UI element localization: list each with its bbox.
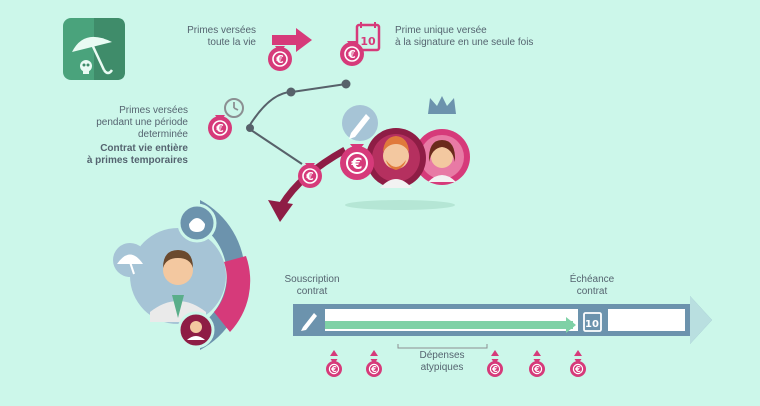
insured-person-group <box>113 200 251 350</box>
label-line: Échéance <box>569 274 615 285</box>
crown-icon <box>428 96 456 114</box>
label-line: pendant une période <box>96 117 188 128</box>
currency-glyphs: € € € € € € € € € € <box>215 48 581 374</box>
premium-markers <box>325 350 587 378</box>
contract-branch-lines <box>246 79 351 165</box>
period-premiums-icon <box>207 98 244 141</box>
label-line: à primes temporaires <box>86 155 188 166</box>
lifetime-premiums-icon <box>267 28 312 72</box>
skull-icon <box>80 60 92 74</box>
label-line: contrat <box>296 286 328 297</box>
contract-type-label: Contrat vie entière à primes temporaires <box>60 143 188 167</box>
period-premiums-label: Primes versées pendant une période deter… <box>80 105 188 141</box>
insurance-logo <box>63 18 125 80</box>
curved-arrow <box>268 146 347 222</box>
premium-marker <box>486 350 504 378</box>
euro-icon: € <box>275 53 284 66</box>
euro-icon: € <box>330 365 337 374</box>
atypical-expenses-label: Dépenses atypiques <box>400 350 484 374</box>
timeline-calendar-icon <box>583 312 602 332</box>
label-line: Souscription <box>284 274 340 285</box>
premium-marker <box>325 350 343 378</box>
calendar-glyphs: 10 10 <box>360 35 599 330</box>
label-line: Dépenses <box>419 350 465 361</box>
euro-icon: € <box>491 365 498 374</box>
euro-icon: € <box>305 170 314 183</box>
label-line: à la signature en une seule fois <box>395 37 534 48</box>
single-premium-icon <box>339 22 381 67</box>
couple-money-bag-icon <box>340 144 374 180</box>
couple-group <box>340 96 470 210</box>
subscription-label: Souscription contrat <box>277 274 347 298</box>
label-line: Primes versées <box>119 105 188 116</box>
euro-icon: € <box>215 122 224 135</box>
label-line: Contrat vie entière <box>100 143 188 154</box>
maturity-label: Échéance contrat <box>555 274 629 298</box>
euro-icon: € <box>574 365 581 374</box>
label-line: Primes versées <box>187 25 256 36</box>
timeline-pencil-icon <box>301 313 317 331</box>
label-line: toute la vie <box>207 37 256 48</box>
label-line: contrat <box>576 286 608 297</box>
euro-icon: € <box>347 48 356 61</box>
premium-marker <box>569 350 587 378</box>
contract-timeline <box>293 296 712 349</box>
premium-marker <box>365 350 383 378</box>
label-line: determinée <box>137 129 188 140</box>
label-line: Prime unique versée <box>395 25 487 36</box>
premium-marker <box>528 350 546 378</box>
euro-icon: € <box>350 154 362 173</box>
label-line: atypiques <box>420 362 464 373</box>
euro-icon: € <box>533 365 540 374</box>
single-premium-label: Prime unique versée à la signature en un… <box>395 25 565 49</box>
calendar-day: 10 <box>360 35 376 48</box>
lifetime-premiums-label: Primes versées toute la vie <box>160 25 256 49</box>
pencil-icon <box>349 114 370 139</box>
calendar-day: 10 <box>585 319 599 330</box>
euro-icon: € <box>370 365 377 374</box>
